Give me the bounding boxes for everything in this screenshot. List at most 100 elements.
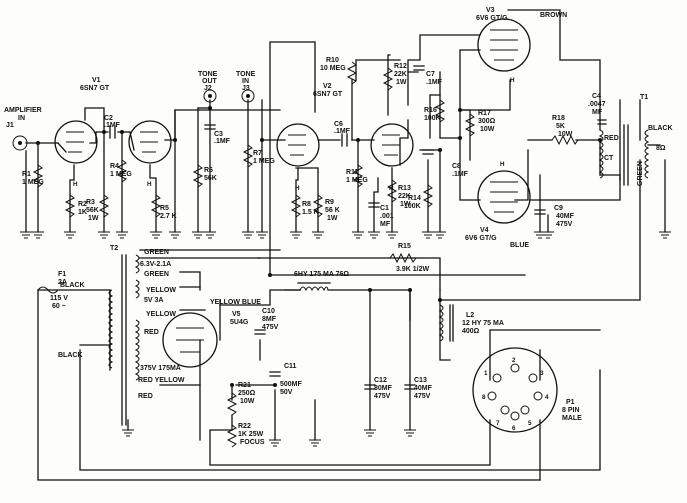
t2-yellow2: YELLOW: [146, 311, 176, 318]
r21-body: [226, 392, 238, 416]
c7-plates: [413, 65, 425, 71]
p1-pin-3: 3: [540, 370, 544, 377]
t2-black1: BLACK: [60, 282, 85, 289]
c8-ref: C8: [452, 163, 461, 170]
mains-freq: 60 ~: [52, 303, 66, 310]
p1-pin-5: 5: [528, 420, 532, 427]
choke-1-label: 6HY 175 MA 76Ω: [294, 271, 349, 278]
r9-rating: 1W: [327, 215, 338, 222]
c9-ref: C9: [554, 205, 563, 212]
v4-type: 6V6 GT/G: [465, 235, 497, 242]
plug-p1: P1 8 PIN MALE 1 2 3 4 5 6 7 8: [472, 347, 582, 433]
j2-label-2: OUT: [202, 78, 218, 85]
r3-value: 56K: [86, 207, 99, 214]
r16-value: 100K: [424, 115, 441, 122]
l2-dcr: 400Ω: [462, 328, 480, 335]
r2-value: 1K: [78, 209, 87, 216]
r12-ref: R12: [394, 63, 407, 70]
r6-ref: R6: [204, 167, 213, 174]
c1-value: .001: [380, 213, 394, 220]
r7-ref: R7: [253, 150, 262, 157]
tube-v5: V5 5U4G: [162, 311, 249, 368]
r2-body: [64, 194, 76, 218]
r15-ref: R15: [398, 243, 411, 250]
p1-ref: P1: [566, 399, 575, 406]
r3-rating: 1W: [88, 215, 99, 222]
capacitor-labels: C2 .1MF C3 .1MF C6 .1MF C7 .1MF C8 .1MF …: [104, 71, 606, 400]
r12-body: [382, 67, 394, 91]
l2-value: 12 HY 75 MA: [462, 320, 504, 327]
r13-value: 22K: [398, 193, 411, 200]
r11-body: [352, 164, 364, 188]
r13-body: [386, 179, 398, 203]
r9-ref: R9: [325, 199, 334, 206]
v5-ref: V5: [232, 311, 241, 318]
jack-j2: TONE OUT J2: [198, 71, 218, 103]
resistor-labels: R1 1 MEG R2 1K R3 56K 1W R4 1 MEG R5 2.7…: [22, 57, 573, 446]
r4-ref: R4: [110, 163, 119, 170]
wires: [25, 9, 666, 481]
v3-heater-mark: H: [510, 77, 515, 84]
v1-type: 6SN7 GT: [80, 85, 110, 92]
c10-rating: 475V: [262, 324, 279, 331]
tube-v1: V1 6SN7 GT H H: [54, 77, 172, 188]
t2-green2: GREEN: [144, 271, 169, 278]
r14-ref: R14: [408, 195, 421, 202]
r17-value: 300Ω: [478, 118, 496, 125]
c9-value: 40MF: [556, 213, 575, 220]
mains-input: 115 V 60 ~: [50, 295, 68, 310]
t2-red1: RED: [144, 329, 159, 336]
c2-value: .1MF: [104, 122, 121, 129]
c4-plates: [597, 119, 607, 125]
p1-pin-8: 8: [482, 394, 486, 401]
tube-v3: V3 6V6 GT/G BROWN H: [476, 7, 567, 84]
t1-black: BLACK: [648, 125, 673, 132]
r1-ref: R1: [22, 171, 31, 178]
p1-pin-7: 7: [496, 420, 500, 427]
f1-value: 2A: [58, 279, 67, 286]
r10-value: 10 MEG: [320, 65, 346, 72]
r17-body: [464, 113, 476, 137]
r12-rating: 1W: [396, 79, 407, 86]
r8-body: [290, 194, 302, 218]
t1-ct: CT: [604, 155, 614, 162]
v3-ref: V3: [486, 7, 495, 14]
r5-ref: R5: [160, 205, 169, 212]
c10-ref: C10: [262, 308, 275, 315]
t2-yellowblue: YELLOW BLUE: [210, 299, 261, 306]
mains-voltage: 115 V: [50, 295, 68, 302]
jack-j3: TONE IN J3: [236, 71, 256, 103]
t2-yellow1: YELLOW: [146, 287, 176, 294]
r3-ref: R3: [86, 199, 95, 206]
p1-label-2: MALE: [562, 415, 582, 422]
t2-hv: 375V 175MA: [140, 365, 181, 372]
c4-ref: C4: [592, 93, 601, 100]
c1-plates: [368, 202, 380, 208]
r8-value: 1.5 K: [302, 209, 319, 216]
r1-body: [32, 164, 44, 188]
r16-ref: R16: [424, 107, 437, 114]
v2-heater-mark: H: [295, 185, 300, 192]
c10-plates: [254, 329, 266, 335]
r21-value: 250Ω: [238, 390, 256, 397]
r22-body: [226, 424, 238, 448]
r13-ref: R13: [398, 185, 411, 192]
t2-v63: 6.3V-2.1A: [140, 261, 171, 268]
j2-ref: J2: [204, 85, 212, 92]
r11-value: 1 MEG: [346, 177, 368, 184]
t2-green1: GREEN: [144, 249, 169, 256]
c9-plates: [534, 209, 546, 215]
r10-body: [346, 61, 358, 85]
r10-ref: R10: [326, 57, 339, 64]
c8-value: .1MF: [452, 171, 469, 178]
l2-ref: L2: [466, 312, 474, 319]
jack-j1: J1 AMPLIFIER IN: [4, 107, 42, 151]
junction-dots: [36, 106, 602, 387]
p1-label-1: 8 PIN: [562, 407, 580, 414]
r22-ref: R22: [238, 423, 251, 430]
p1-pin-1: 1: [484, 370, 488, 377]
choke-l2: L2 12 HY 75 MA 400Ω: [438, 304, 504, 342]
r14-value: 100K: [404, 203, 421, 210]
r6-value: 56K: [204, 175, 217, 182]
c11-rating: 50V: [280, 389, 293, 396]
